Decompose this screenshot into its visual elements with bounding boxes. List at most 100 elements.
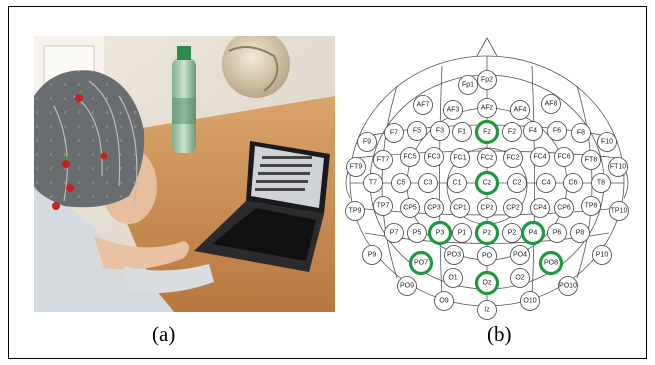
electrode-circle-cp1	[450, 198, 470, 218]
electrode-circle-f2	[502, 122, 522, 142]
electrode-fc3: FC3	[424, 147, 444, 167]
electrode-label-af7: AF7	[417, 102, 430, 109]
electrode-circle-c3	[418, 173, 438, 193]
electrode-circle-o10	[520, 291, 540, 311]
electrode-circle-fc6	[554, 147, 574, 167]
electrode-af8: AF8	[541, 94, 561, 114]
electrode-af4: AF4	[510, 100, 530, 120]
electrode-label-p6: P6	[553, 230, 562, 237]
electrode-circle-f3	[430, 121, 450, 141]
electrode-tp7: TP7	[373, 196, 393, 216]
electrode-circle-f9	[357, 132, 377, 152]
electrode-label-po7: PO7	[414, 260, 428, 267]
electrode-fcz: FCz	[477, 148, 497, 168]
electrode-circle-af8	[541, 94, 561, 114]
electrode-o2: O2	[510, 268, 530, 288]
electrode-label-f8: F8	[577, 130, 585, 137]
electrode-label-f2: F2	[508, 129, 516, 136]
electrode-circle-cp4	[530, 198, 550, 218]
electrode-po: PO	[477, 246, 497, 266]
electrode-circle-fc3	[424, 147, 444, 167]
electrode-label-p10: P10	[596, 252, 609, 259]
electrode-label-po10: PO10	[559, 283, 577, 290]
electrode-circle-po3	[444, 245, 464, 265]
electrode-circle-fc5	[400, 147, 420, 167]
electrode-circle-f4	[523, 121, 543, 141]
electrode-circle-cz	[474, 170, 500, 196]
electrode-label-ft10: FT10	[610, 164, 626, 171]
electrode-af3: AF3	[443, 100, 463, 120]
electrode-circle-po4	[510, 245, 530, 265]
electrode-label-tp9: TP9	[349, 208, 362, 215]
electrode-label-tp7: TP7	[377, 203, 390, 210]
electrode-ft8: FT8	[581, 150, 601, 170]
electrode-c2: C2	[507, 173, 527, 193]
electrode-f6: F6	[547, 121, 567, 141]
electrode-circle-cp3	[424, 198, 444, 218]
electrode-label-o1: O1	[448, 275, 457, 282]
electrode-label-af8: AF8	[545, 101, 558, 108]
electrode-label-cp5: CP5	[403, 205, 417, 212]
electrode-label-c1: C1	[453, 180, 462, 187]
electrode-label-o9: O9	[439, 298, 448, 305]
electrode-label-fcz: FCz	[481, 155, 494, 162]
electrode-label-c4: C4	[542, 180, 551, 187]
electrode-label-afz: AFz	[481, 105, 494, 112]
electrode-label-cp1: CP1	[453, 205, 467, 212]
electrode-p3: P3	[427, 220, 453, 246]
electrode-circle-cp5	[400, 198, 420, 218]
electrode-label-fc4: FC4	[533, 154, 546, 161]
electrode-circle-fc2	[503, 148, 523, 168]
electrode-f10: F10	[597, 132, 617, 152]
caption-b: (b)	[487, 322, 512, 346]
electrode-oz: Oz	[474, 270, 500, 296]
electrode-circle-cpz	[477, 198, 497, 218]
electrode-fp2: Fp2	[477, 70, 497, 90]
electrode-label-fc5: FC5	[403, 154, 416, 161]
electrode-circle-f1	[452, 122, 472, 142]
electrode-label-tp10: TP10	[611, 208, 628, 215]
electrode-circle-f5	[407, 121, 427, 141]
electrode-label-o10: O10	[523, 298, 536, 305]
electrode-p6: P6	[547, 223, 567, 243]
electrode-c3: C3	[418, 173, 438, 193]
electrode-circle-p6	[547, 223, 567, 243]
electrode-circle-po7	[408, 250, 434, 276]
electrode-label-f4: F4	[529, 128, 537, 135]
electrode-circle-po10	[558, 276, 578, 296]
electrode-label-po9: PO9	[400, 283, 414, 290]
electrode-circle-p1	[452, 223, 472, 243]
electrode-f7: F7	[384, 123, 404, 143]
electrode-cp2: CP2	[503, 198, 523, 218]
electrode-circle-c2	[507, 173, 527, 193]
electrode-circle-p8	[570, 223, 590, 243]
electrode-c6: C6	[563, 173, 583, 193]
electrode-label-p1: P1	[458, 230, 467, 237]
electrode-tp10: TP10	[609, 201, 629, 221]
electrode-cp3: CP3	[424, 198, 444, 218]
electrode-label-f5: F5	[413, 128, 421, 135]
electrode-circle-t7	[363, 173, 383, 193]
electrode-label-p9: P9	[368, 252, 377, 259]
electrode-pz: Pz	[474, 220, 500, 246]
electrode-circle-fcz	[477, 148, 497, 168]
electrode-circle-oz	[474, 270, 500, 296]
electrode-cp4: CP4	[530, 198, 550, 218]
electrode-label-o2: O2	[515, 275, 524, 282]
electrode-f9: F9	[357, 132, 377, 152]
electrode-label-f9: F9	[363, 139, 371, 146]
electrode-label-cp4: CP4	[533, 205, 547, 212]
electrode-label-ft7: FT7	[377, 157, 390, 164]
electrode-label-cpz: CPz	[480, 205, 494, 212]
electrode-label-cp3: CP3	[427, 205, 441, 212]
electrode-circle-ft9	[346, 157, 366, 177]
electrode-label-p5: P5	[413, 230, 422, 237]
electrode-circle-f7	[384, 123, 404, 143]
electrode-circle-tp9	[345, 201, 365, 221]
electrode-circle-f10	[597, 132, 617, 152]
electrode-circle-t8	[591, 173, 611, 193]
electrode-circle-ft7	[373, 150, 393, 170]
electrode-label-c3: C3	[424, 180, 433, 187]
electrode-fp1: Fp1	[458, 75, 478, 95]
